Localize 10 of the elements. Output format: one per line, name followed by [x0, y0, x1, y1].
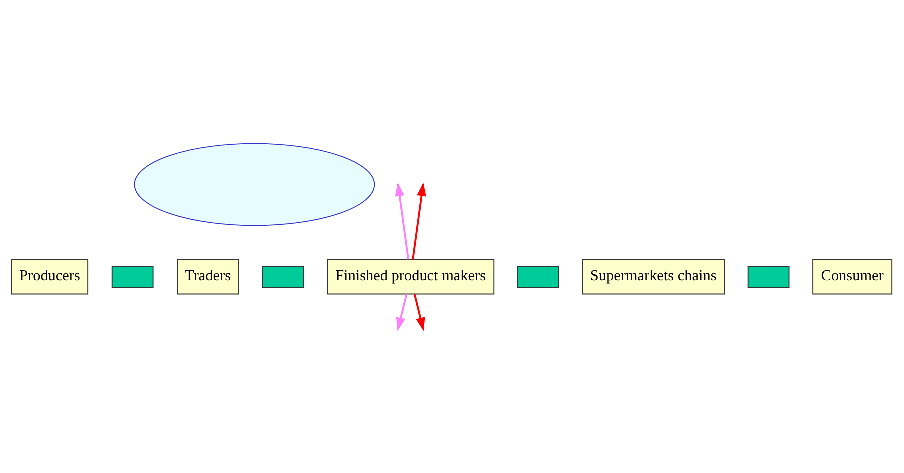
- node-box: [262, 266, 304, 288]
- node-box: Supermarkets chains: [582, 259, 725, 295]
- node-box: Traders: [177, 259, 239, 295]
- node-box: [112, 266, 154, 288]
- node-box: [748, 266, 790, 288]
- node-box: Finished product makers: [327, 259, 495, 295]
- node-ellipse: [134, 143, 376, 226]
- node-box: Producers: [11, 259, 89, 295]
- node-box: [517, 266, 560, 288]
- node-box: Consumer: [812, 259, 893, 295]
